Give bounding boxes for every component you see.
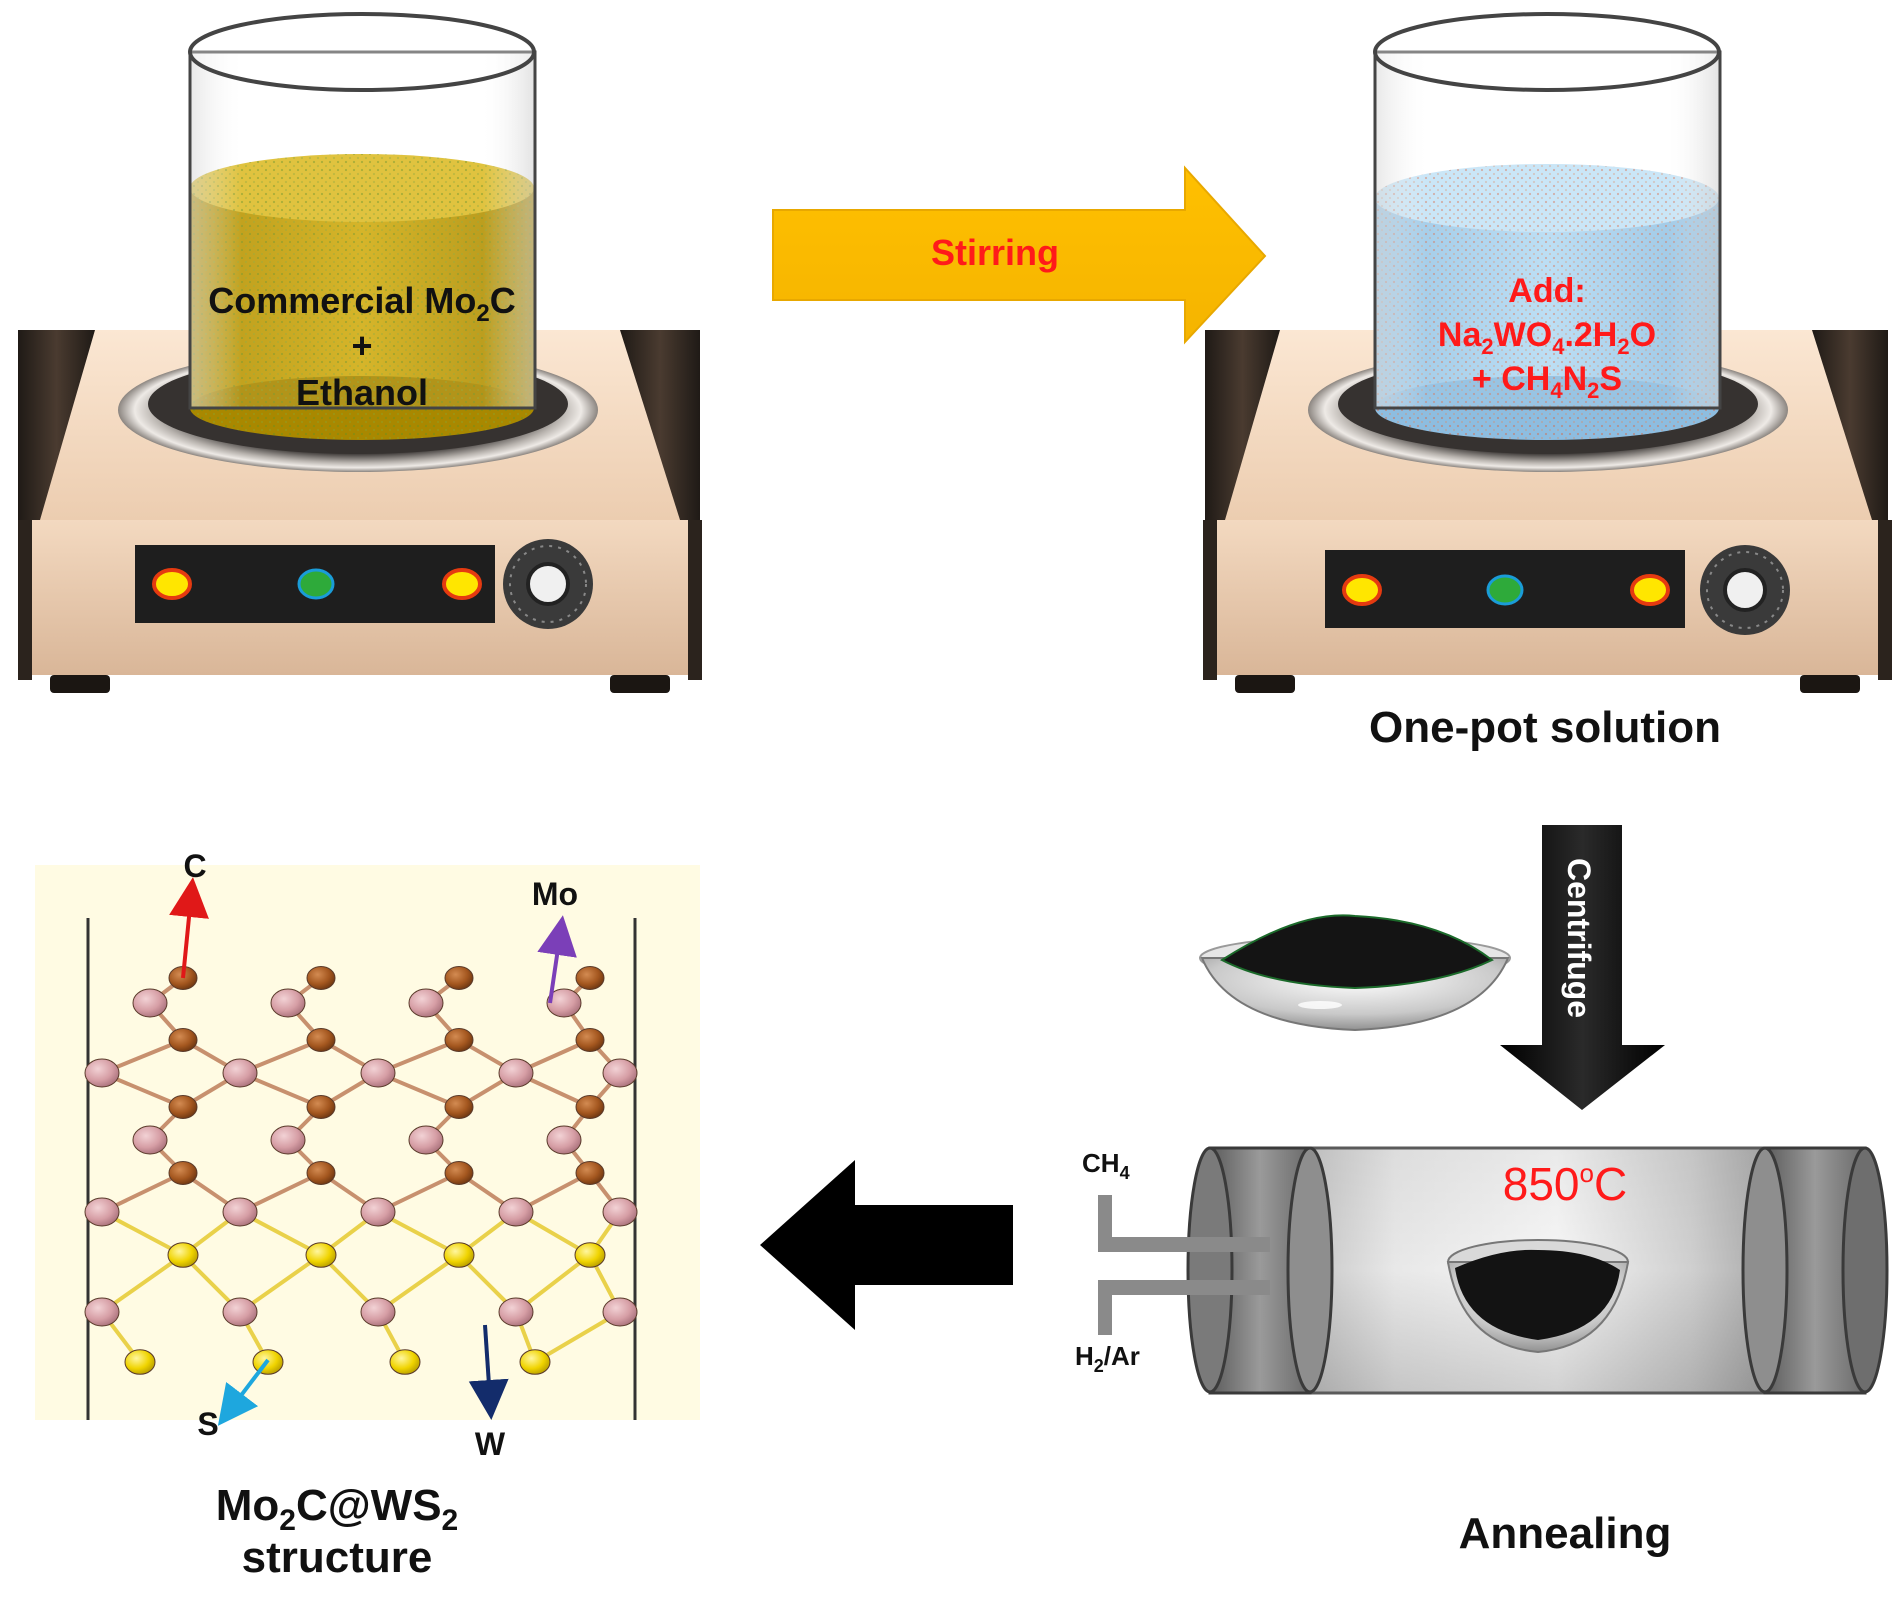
atom-label-mo: Mo (532, 876, 578, 912)
atom-pink (84, 1197, 120, 1227)
atom-pink (270, 988, 306, 1018)
beaker-1-label-line1: Commercial Mo2C (208, 280, 515, 327)
atom-brown (444, 1028, 474, 1052)
beaker-1 (188, 50, 537, 410)
indicator-light (297, 568, 335, 600)
atom-brown (575, 1095, 605, 1119)
atom-brown (306, 966, 336, 990)
atom-pink (408, 988, 444, 1018)
atom-pink (222, 1197, 258, 1227)
atom-label-c: C (183, 848, 206, 884)
mo2c-ws2-structure: C Mo S W (35, 848, 700, 1462)
beaker-2-label-line1: Add: (1508, 272, 1585, 310)
atom-pink (84, 1297, 120, 1327)
atom-brown (575, 1161, 605, 1185)
one-pot-caption: One-pot solution (1369, 703, 1721, 752)
stirring-label: Stirring (931, 232, 1059, 273)
gas-inlet-pipe (1098, 1280, 1270, 1335)
atom-brown (168, 1028, 198, 1052)
centrifuge-arrow: Centrifuge (1500, 825, 1665, 1110)
atom-brown (306, 1095, 336, 1119)
atom-pink (546, 988, 582, 1018)
indicator-light (1342, 574, 1382, 606)
beaker-1-label-line2: + (351, 325, 372, 366)
gas-label-ch4: CH4 (1082, 1148, 1130, 1183)
atom-yellow (443, 1242, 475, 1268)
atom-pink (498, 1197, 534, 1227)
temperature-label: 850oC (1503, 1158, 1627, 1210)
pointer-c (169, 877, 209, 979)
atom-pink (602, 1197, 638, 1227)
atom-pink (222, 1058, 258, 1088)
atom-yellow (574, 1242, 606, 1268)
atom-pink (498, 1297, 534, 1327)
pointer-mo (537, 915, 577, 1004)
atom-pink (360, 1197, 396, 1227)
atom-pink (132, 988, 168, 1018)
centrifuge-label: Centrifuge (1561, 858, 1597, 1018)
atom-label-w: W (475, 1426, 506, 1462)
atom-pink (84, 1058, 120, 1088)
atom-pink (408, 1125, 444, 1155)
structure-caption-line2: structure (242, 1533, 433, 1582)
atom-yellow (305, 1242, 337, 1268)
atom-pink (132, 1125, 168, 1155)
atom-pink (360, 1297, 396, 1327)
atom-pink (360, 1058, 396, 1088)
lattice-bond (238, 1253, 323, 1314)
atom-pink (270, 1125, 306, 1155)
gas-inlet-pipe (1098, 1195, 1270, 1252)
petri-dish (1199, 914, 1511, 1032)
atom-pink (602, 1058, 638, 1088)
atom-brown (444, 1095, 474, 1119)
atom-yellow (167, 1242, 199, 1268)
lattice-bond (376, 1253, 461, 1314)
annealing-caption: Annealing (1459, 1509, 1672, 1558)
pointer-s (217, 1358, 270, 1426)
atom-brown (168, 1161, 198, 1185)
atom-brown (575, 966, 605, 990)
atom-brown (444, 966, 474, 990)
structure-caption-line1: Mo2C@WS2 (216, 1481, 458, 1537)
gas-label-h2ar: H2/Ar (1075, 1341, 1140, 1376)
beaker-1-label-line3: Ethanol (296, 372, 428, 413)
indicator-light (1486, 574, 1524, 606)
atom-pink (498, 1058, 534, 1088)
atom-brown (306, 1161, 336, 1185)
lattice-bond (100, 1253, 185, 1314)
atom-yellow (124, 1349, 156, 1375)
atom-brown (444, 1161, 474, 1185)
beaker-2-label-line3: + CH4N2S (1472, 360, 1622, 403)
beaker-2 (1373, 50, 1722, 410)
atom-brown (306, 1028, 336, 1052)
hot-plate-1: Commercial Mo2C + Ethanol (18, 12, 702, 693)
hot-plate-2: Add: Na2WO4.2H2O + CH4N2S (1203, 12, 1892, 693)
atom-pink (546, 1125, 582, 1155)
atom-yellow (389, 1349, 421, 1375)
atom-brown (575, 1028, 605, 1052)
atom-label-s: S (197, 1406, 218, 1442)
atom-brown (168, 1095, 198, 1119)
pointer-w (468, 1324, 509, 1420)
atom-pink (222, 1297, 258, 1327)
indicator-light (442, 568, 482, 600)
result-arrow (760, 1160, 1013, 1330)
indicator-light (1630, 574, 1670, 606)
atom-pink (602, 1297, 638, 1327)
stirring-arrow: Stirring (772, 165, 1267, 345)
furnace-tube (1098, 1146, 1889, 1395)
atom-yellow (519, 1349, 551, 1375)
indicator-light (152, 568, 192, 600)
beaker-2-label-line2: Na2WO4.2H2O (1438, 316, 1656, 359)
